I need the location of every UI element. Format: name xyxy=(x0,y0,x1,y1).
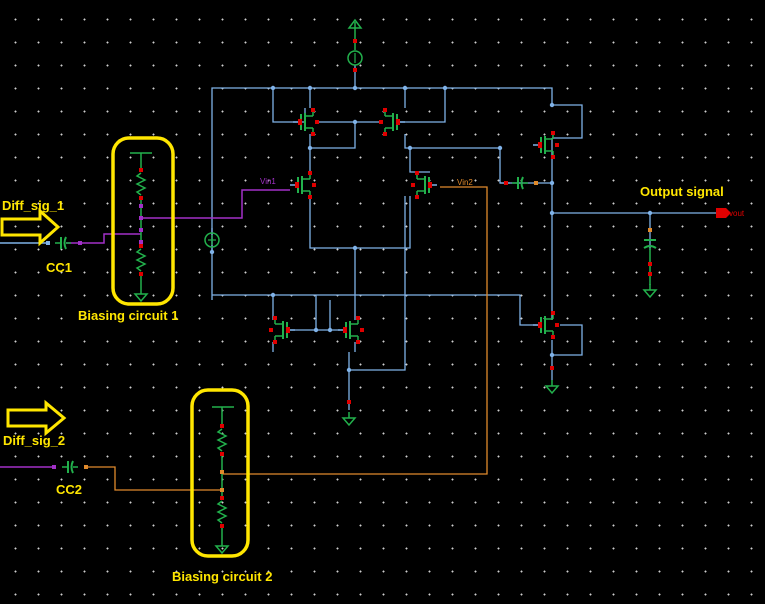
bias-network-1[interactable] xyxy=(130,152,152,302)
arrow-icon-input2 xyxy=(6,399,67,437)
transistor-m6-output-bottom[interactable] xyxy=(532,310,560,340)
output-label: Output signal xyxy=(640,184,724,199)
transistor-m5-output-top[interactable] xyxy=(532,130,560,160)
vin2-pin-label: Vin2 xyxy=(457,178,473,187)
cc1-label: CC1 xyxy=(46,260,72,275)
transistor-m2-load[interactable] xyxy=(378,107,406,137)
bias-circuit-1-highlight xyxy=(111,136,175,306)
input2-label: Diff_sig_2 xyxy=(3,433,65,448)
input1-label: Diff_sig_1 xyxy=(2,198,64,213)
transistor-m1-load[interactable] xyxy=(292,107,320,137)
wires-blue xyxy=(211,65,720,410)
bias-network-2[interactable] xyxy=(212,406,234,554)
cc2-label: CC2 xyxy=(56,482,82,497)
bias2-label: Biasing circuit 2 xyxy=(172,569,272,584)
transistor-m3-input[interactable] xyxy=(289,170,317,200)
vin1-pin-label: Vin1 xyxy=(260,177,276,186)
vout-pin-label: vout xyxy=(729,209,745,218)
transistor-m4-input[interactable] xyxy=(410,170,438,200)
transistor-m8-tail-right[interactable] xyxy=(337,315,365,345)
bias-circuit-2-highlight xyxy=(190,388,250,558)
load-capacitor[interactable] xyxy=(643,228,657,298)
wires-orange xyxy=(85,186,488,491)
current-source-icon[interactable] xyxy=(204,232,220,248)
input-coupling-capacitor-cc2[interactable] xyxy=(52,460,88,474)
supply-source-icon[interactable] xyxy=(347,18,363,72)
wire-junctions xyxy=(209,85,653,373)
output-pin[interactable]: vout xyxy=(716,208,745,218)
input-coupling-capacitor-cc1[interactable] xyxy=(46,236,82,250)
compensation-capacitor[interactable] xyxy=(500,176,538,190)
transistor-m7-tail-left[interactable] xyxy=(268,315,296,345)
bias1-label: Biasing circuit 1 xyxy=(78,308,178,323)
arrow-icon-input1 xyxy=(0,207,61,247)
ground-icons xyxy=(342,366,559,426)
